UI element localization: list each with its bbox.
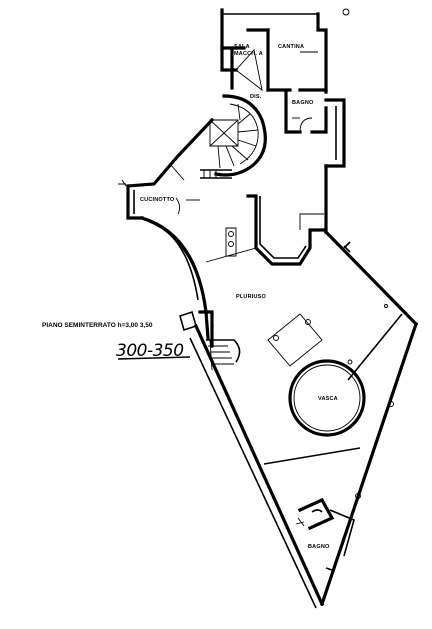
column-markers (273, 8, 394, 499)
plurius-interior (263, 313, 403, 465)
service-block-walls (220, 8, 328, 94)
label-cantina: CANTINA (278, 44, 304, 50)
label-vasca: VASCA (318, 396, 338, 402)
label-bagno-bottom: BAGNO (308, 544, 330, 550)
label-bagno-top: BAGNO (292, 100, 314, 106)
floor-label: PIANO SEMINTERRATO h=3,00 3,50 (42, 322, 153, 329)
spiral-stair (200, 94, 267, 179)
height-note-underline (117, 356, 191, 360)
label-plurius: PLURIUSO (236, 294, 267, 300)
bagno-bottom-walls (295, 497, 355, 571)
plurius-bay (205, 194, 326, 266)
label-sala-macchine-line2: MACCH. A (234, 51, 263, 57)
bagno-top-walls (284, 90, 346, 168)
height-note: 300-350 (116, 341, 184, 361)
label-disimpegno: DIS. (250, 94, 262, 100)
west-diagonal-wall (189, 323, 325, 609)
vasca-pool (288, 359, 366, 437)
entry-stair (179, 310, 241, 371)
east-diagonal-wall (319, 164, 419, 607)
label-cucinotto: CUCINOTTO (140, 197, 175, 203)
curved-west-wall (140, 216, 210, 340)
label-sala-macchine-line1: SALA (234, 44, 250, 50)
cucinotto-walls (118, 117, 215, 220)
